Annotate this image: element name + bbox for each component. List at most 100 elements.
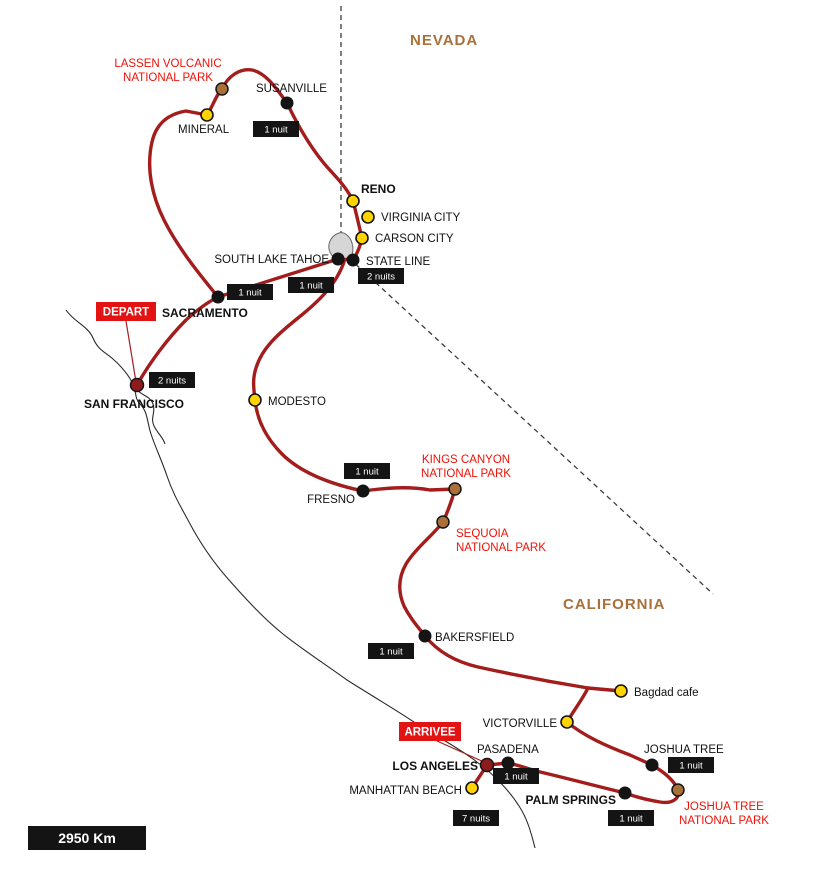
night-badge-palm-springs: 1 nuit — [608, 810, 654, 826]
park-label-joshua-tree-line2: NATIONAL PARK — [679, 815, 769, 827]
city-marker-fresno: FRESNO — [307, 484, 370, 506]
city-label-los-angeles: LOS ANGELES — [392, 759, 478, 773]
city-dot-palm-springs — [618, 786, 632, 800]
night-badge-box — [227, 284, 273, 300]
state-border-diagonal — [348, 257, 714, 595]
city-dot-state-line — [346, 253, 360, 267]
park-dot-sequoia — [436, 515, 450, 529]
city-marker-reno: RENO — [346, 182, 396, 208]
city-label-state-line: STATE LINE — [366, 256, 430, 268]
park-marker-sequoia: SEQUOIA NATIONAL PARK — [436, 515, 546, 554]
night-badge-label: 1 nuit — [619, 814, 643, 825]
park-label-joshua-tree-line1: JOSHUA TREE — [684, 801, 764, 813]
city-marker-modesto: MODESTO — [248, 393, 326, 408]
night-badge-box — [493, 768, 539, 784]
night-badge-label: 1 nuit — [379, 647, 403, 658]
night-badge-label: 1 nuit — [299, 281, 323, 292]
park-marker-joshua-tree: JOSHUA TREE NATIONAL PARK — [671, 783, 769, 827]
night-badge-joshua-tree: 1 nuit — [668, 757, 714, 773]
park-label-kings-canyon-line1: KINGS CANYON — [422, 454, 510, 466]
city-marker-palm-springs: PALM SPRINGS — [526, 786, 632, 807]
city-label-sacramento: SACRAMENTO — [162, 306, 248, 320]
park-label-lassen-line2: NATIONAL PARK — [123, 72, 213, 84]
city-label-palm-springs: PALM SPRINGS — [526, 793, 616, 807]
night-badge-label: 2 nuits — [367, 272, 395, 283]
city-dot-manhattan-beach — [465, 781, 479, 795]
coastline — [65, 309, 536, 849]
city-marker-los-angeles: LOS ANGELES — [392, 757, 495, 773]
city-label-joshua-tree: JOSHUA TREE — [644, 744, 724, 756]
arrivee-leader-line — [436, 740, 485, 763]
night-badge-san-francisco: 2 nuits — [149, 372, 195, 388]
night-badge-box — [608, 810, 654, 826]
sf-bay-inlet — [136, 389, 166, 445]
route-north-loop — [135, 68, 364, 387]
city-label-victorville: VICTORVILLE — [483, 718, 558, 730]
depart-badge: DEPART — [96, 302, 156, 321]
city-label-virginia-city: VIRGINIA CITY — [381, 212, 461, 224]
total-distance-badge: 2950 Km — [28, 826, 146, 850]
night-badge-label: 2 nuits — [158, 376, 186, 387]
night-badge-box — [368, 643, 414, 659]
night-badge-box — [288, 277, 334, 293]
depart-label: DEPART — [103, 307, 149, 319]
park-label-sequoia-line1: SEQUOIA — [456, 528, 509, 540]
night-badge-manhattan-beach: 7 nuits — [453, 810, 499, 826]
night-badge-pasadena: 1 nuit — [493, 768, 539, 784]
city-marker-sacramento: SACRAMENTO — [162, 290, 248, 320]
city-label-mineral: MINERAL — [178, 124, 230, 136]
night-badge-box — [453, 810, 499, 826]
city-label-susanville: SUSANVILLE — [256, 83, 327, 95]
total-distance-label: 2950 Km — [58, 830, 116, 846]
night-badge-bakersfield: 1 nuit — [368, 643, 414, 659]
city-marker-virginia-city: VIRGINIA CITY — [361, 210, 461, 224]
city-dot-modesto — [248, 393, 262, 407]
park-dot-lassen — [215, 82, 229, 96]
city-label-pasadena: PASADENA — [477, 744, 539, 756]
city-dot-virginia-city — [361, 210, 375, 224]
night-badge-state-line: 2 nuits — [358, 268, 404, 284]
night-badge-label: 7 nuits — [462, 814, 490, 825]
region-label-nevada: NEVADA — [410, 32, 478, 49]
route-central — [251, 260, 623, 693]
city-marker-san-francisco: SAN FRANCISCO — [84, 377, 184, 411]
city-label-carson-city: CARSON CITY — [375, 233, 454, 245]
city-dot-pasadena — [501, 756, 515, 770]
city-label-bakersfield: BAKERSFIELD — [435, 632, 514, 644]
city-label-modesto: MODESTO — [268, 396, 326, 408]
depart-box — [96, 302, 156, 321]
night-badge-label: 1 nuit — [355, 467, 379, 478]
night-badge-sacramento: 1 nuit — [227, 284, 273, 300]
route-south — [470, 686, 680, 805]
park-marker-kings-canyon: KINGS CANYON NATIONAL PARK — [421, 454, 511, 496]
city-marker-joshua-tree: JOSHUA TREE — [644, 744, 724, 772]
night-badge-south-lake-tahoe: 1 nuit — [288, 277, 334, 293]
city-label-manhattan-beach: MANHATTAN BEACH — [349, 785, 462, 797]
night-badge-box — [344, 463, 390, 479]
city-dot-bakersfield — [418, 629, 432, 643]
city-dot-victorville — [560, 715, 574, 729]
city-dot-los-angeles — [479, 757, 495, 773]
park-dot-joshua-tree — [671, 783, 685, 797]
city-label-reno: RENO — [361, 182, 396, 196]
city-dot-joshua-tree — [645, 758, 659, 772]
city-marker-south-lake-tahoe: SOUTH LAKE TAHOE — [214, 252, 345, 266]
city-dot-carson-city — [355, 231, 369, 245]
night-badge-box — [253, 121, 299, 137]
night-badge-label: 1 nuit — [504, 772, 528, 783]
city-dot-mineral — [200, 108, 214, 122]
arrivee-box — [399, 722, 461, 741]
city-dot-fresno — [356, 484, 370, 498]
city-marker-susanville: SUSANVILLE — [256, 83, 327, 110]
city-dot-south-lake-tahoe — [331, 252, 345, 266]
park-label-sequoia-line2: NATIONAL PARK — [456, 542, 546, 554]
arrivee-badge: ARRIVEE — [399, 722, 461, 741]
city-label-san-francisco: SAN FRANCISCO — [84, 397, 184, 411]
city-dot-san-francisco — [129, 377, 145, 393]
city-label-bagdad-cafe: Bagdad cafe — [634, 687, 699, 699]
city-marker-bakersfield: BAKERSFIELD — [418, 629, 514, 644]
city-marker-carson-city: CARSON CITY — [355, 231, 454, 245]
arrivee-label: ARRIVEE — [404, 727, 455, 739]
